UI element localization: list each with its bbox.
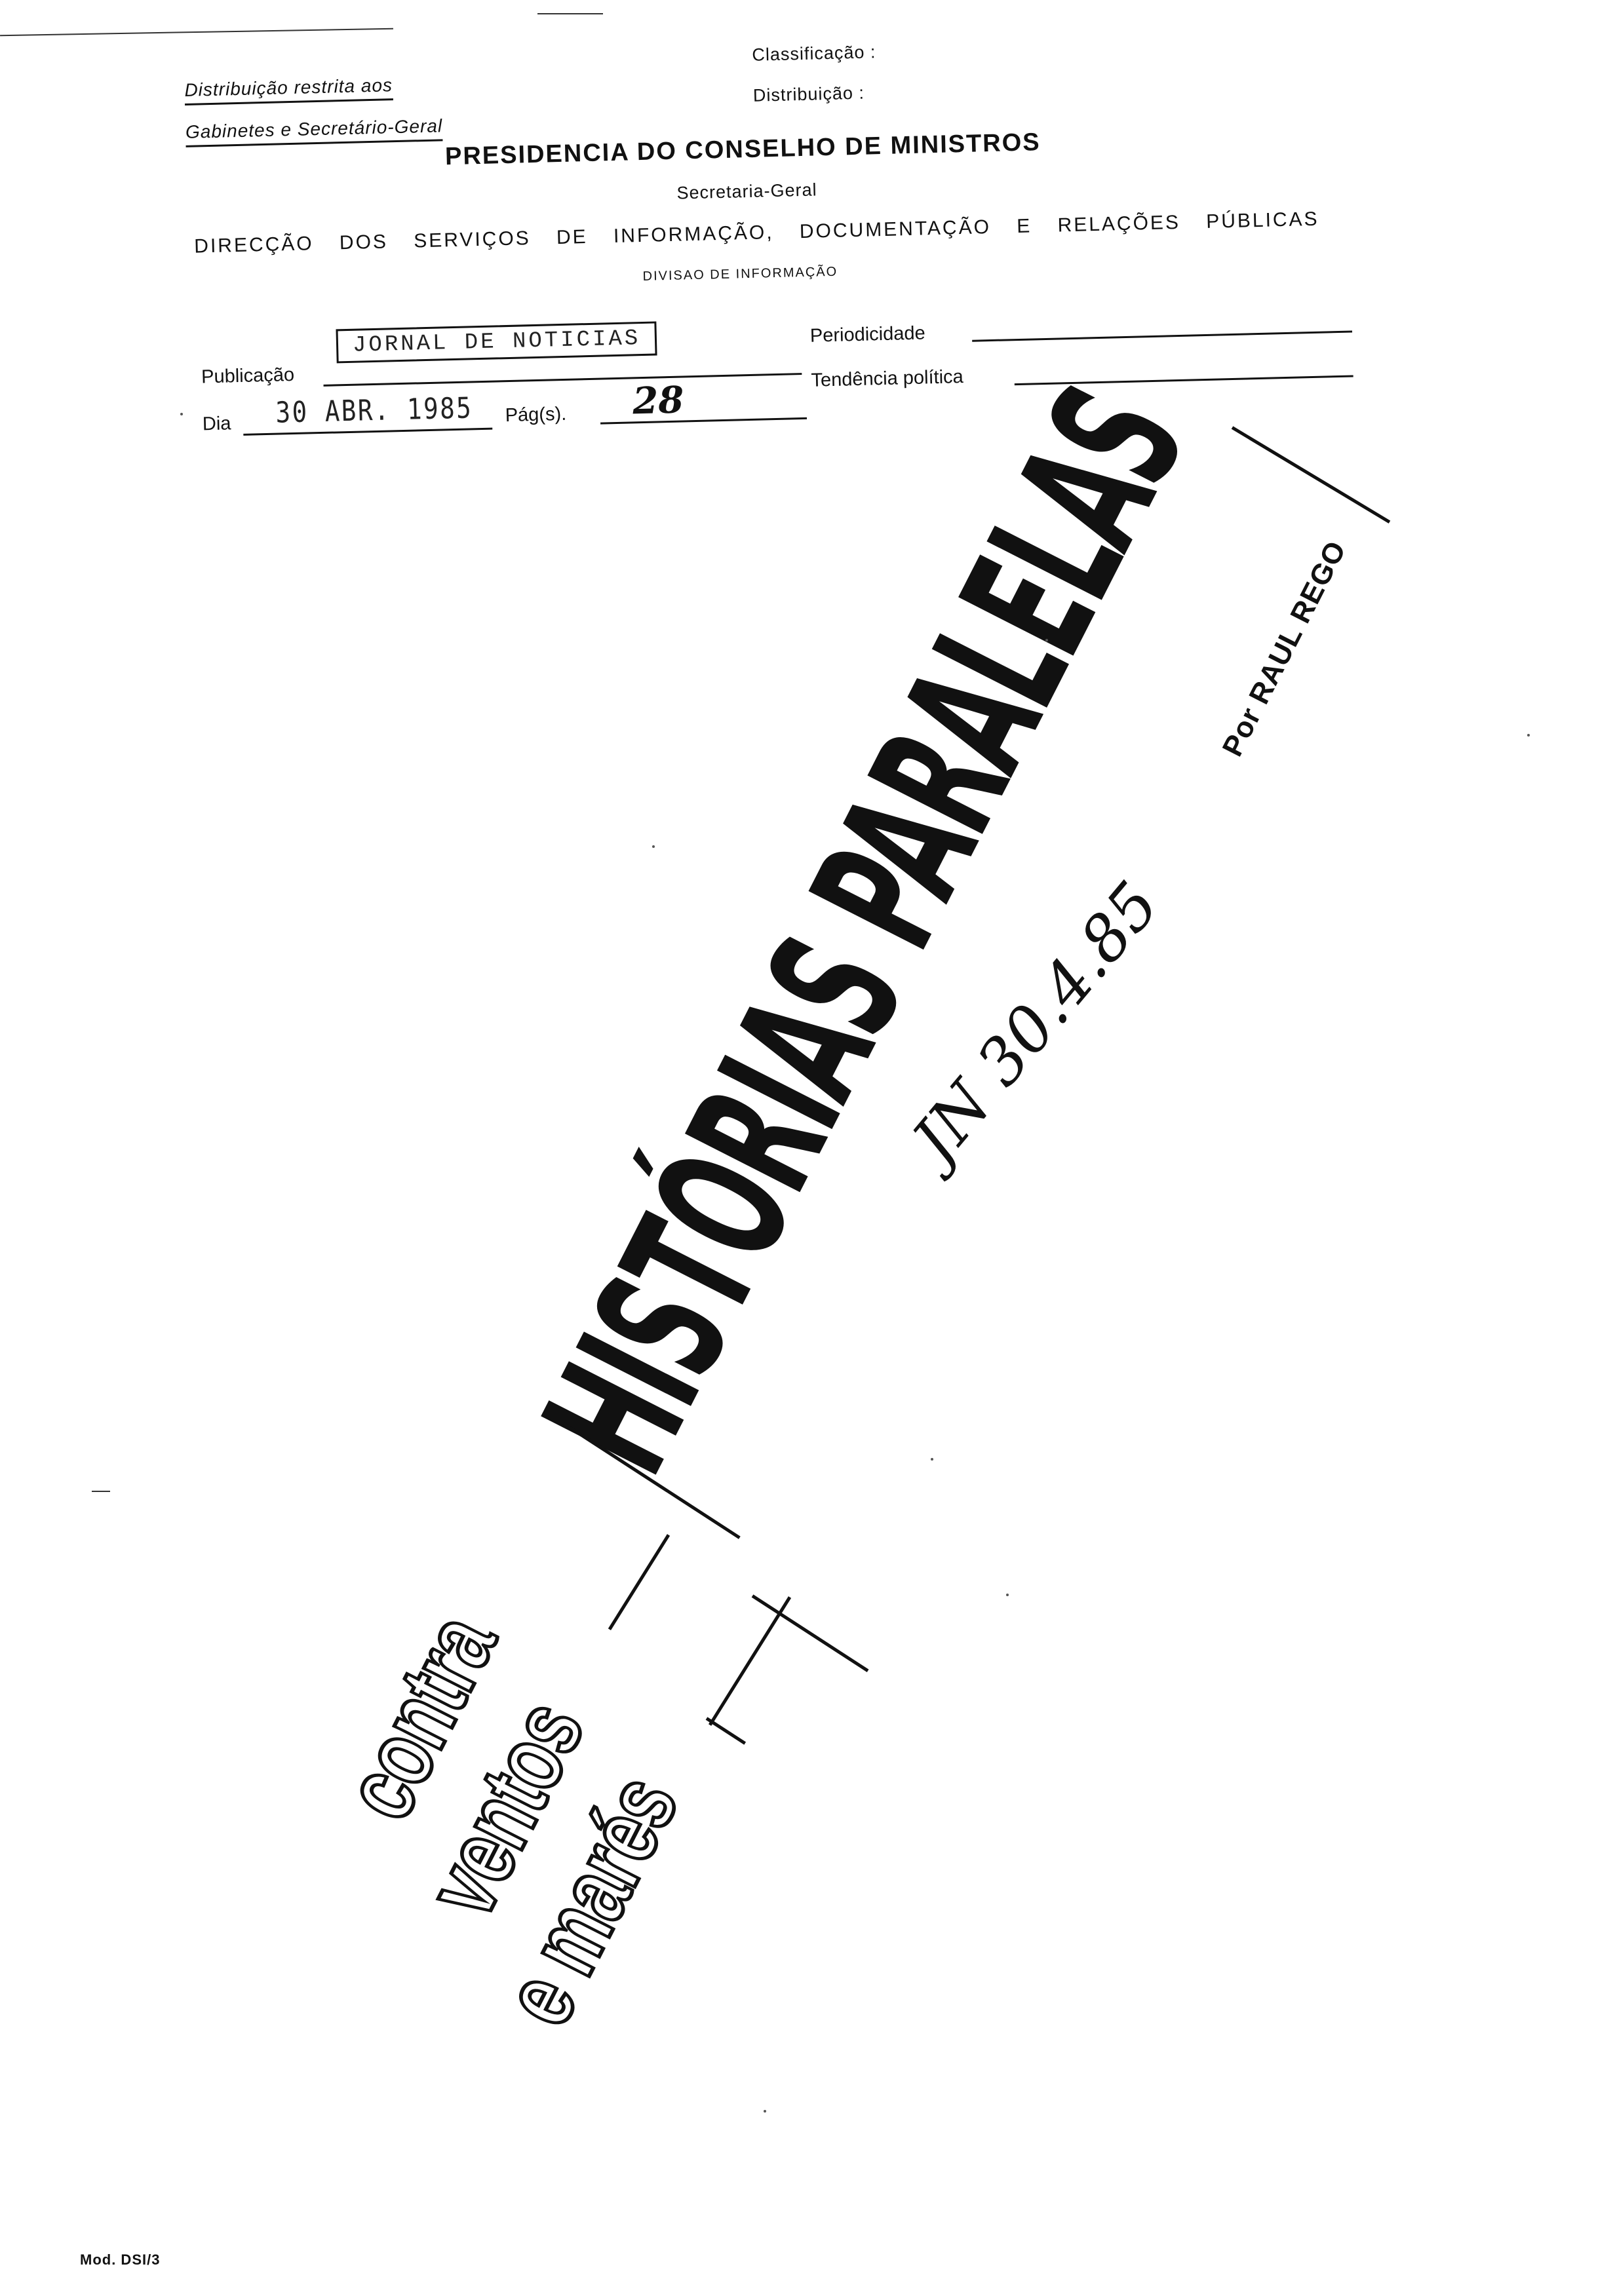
secretaria-label: Secretaria-Geral	[676, 180, 817, 203]
scan-speck	[652, 845, 655, 848]
distribution-line-2: Gabinetes e Secretário-Geral	[185, 115, 443, 147]
divisao-label: DIVISAO DE INFORMAÇÃO	[642, 264, 838, 284]
form-code: Mod. DSI/3	[80, 2251, 161, 2268]
bracket-line	[708, 1596, 792, 1726]
scan-artifact-line	[537, 13, 603, 14]
bracket-line	[705, 1717, 747, 1745]
scan-speck	[180, 413, 183, 415]
scan-artifact-line	[92, 1491, 110, 1492]
distribuicao-label: Distribuição :	[752, 83, 865, 105]
dia-label: Dia	[202, 413, 231, 435]
dia-stamp: 30 ABR. 1985	[275, 391, 473, 430]
scan-speck	[764, 2110, 766, 2113]
scan-speck	[1045, 639, 1048, 641]
ministry-title: PRESIDENCIA DO CONSELHO DE MINISTROS	[444, 128, 1041, 171]
distribution-line-1: Distribuição restrita aos	[184, 75, 393, 105]
pags-rule	[600, 417, 808, 425]
article-byline: Por RAUL REGO	[1216, 535, 1353, 762]
scan-speck	[1527, 734, 1530, 737]
document-header: Distribuição restrita aos Gabinetes e Se…	[0, 0, 1615, 476]
classificacao-label: Classificação :	[752, 42, 876, 65]
scan-speck	[1006, 1594, 1009, 1596]
pags-handwritten: 28	[632, 378, 685, 423]
periodicidade-label: Periodicidade	[809, 322, 925, 347]
scan-speck	[931, 1458, 933, 1461]
pags-label: Pág(s).	[505, 403, 567, 427]
publicacao-rule	[323, 373, 802, 387]
publicacao-stamp: JORNAL DE NOTICIAS	[336, 321, 657, 364]
publicacao-label: Publicação	[201, 364, 295, 388]
tendencia-label: Tendência política	[811, 366, 964, 391]
